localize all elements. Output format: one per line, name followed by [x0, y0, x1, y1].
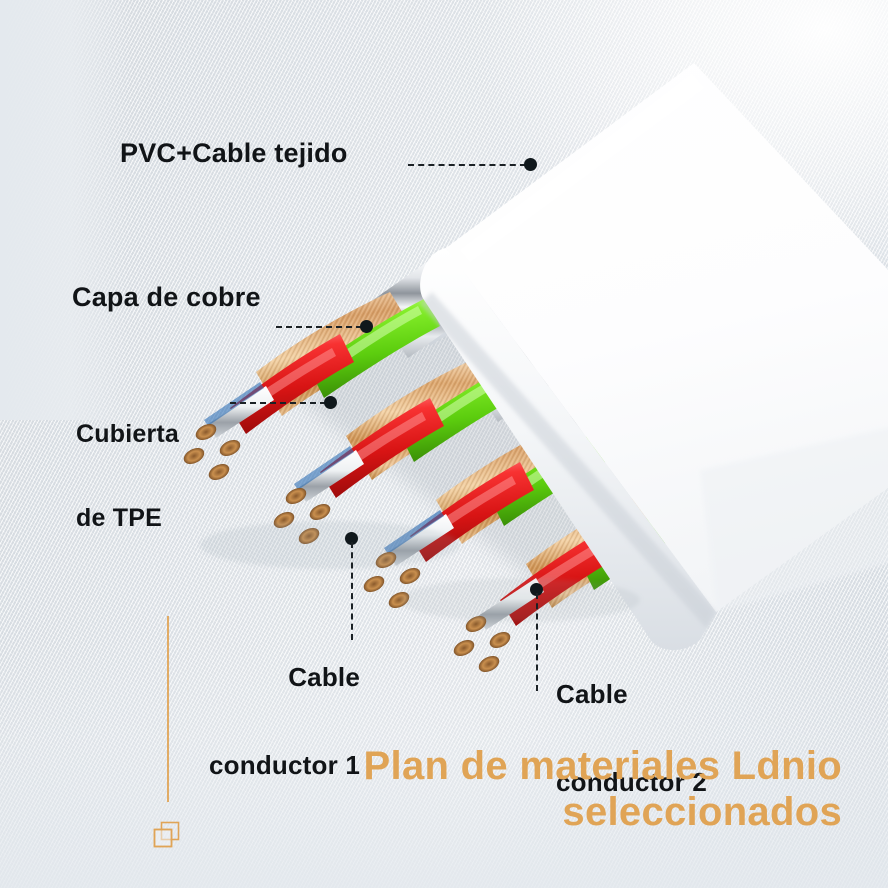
page-title-line2: seleccionados: [562, 789, 842, 834]
callout-conductor-2-label: Cable conductor 2: [556, 622, 707, 855]
title-accent-rule: [167, 616, 169, 802]
page-title: Plan de materiales Ldnio seleccionados: [182, 744, 842, 835]
background-left-wash: [0, 0, 130, 420]
callout-conductor-1-line2: conductor 1: [209, 749, 360, 780]
leader-line-copper-layer: [276, 320, 376, 334]
leader-dot-copper-layer: [360, 320, 373, 333]
callout-copper-layer-label: Capa de cobre: [72, 282, 261, 312]
callout-tpe-label: Cubierta de TPE: [76, 364, 179, 588]
callout-tpe-line2: de TPE: [76, 504, 162, 532]
leader-line-conductor-1: [345, 532, 361, 642]
callout-conductor-1-line1: Cable: [288, 662, 360, 693]
leader-dot-tpe: [324, 396, 337, 409]
leader-line-pvc: [408, 158, 537, 172]
leader-dot-pvc: [524, 158, 537, 171]
background-bottom-wash: [0, 638, 888, 888]
callout-pvc-label: PVC+Cable tejido: [120, 138, 348, 168]
leader-dot-conductor-2: [530, 583, 543, 596]
page-title-line1: Plan de materiales Ldnio: [363, 744, 842, 788]
callout-conductor-2-line2: conductor 2: [556, 766, 707, 797]
leader-line-tpe: [230, 396, 340, 410]
callout-tpe-line1: Cubierta: [76, 420, 180, 448]
layers-copy-icon: [153, 821, 180, 848]
leader-line-conductor-2: [530, 583, 546, 693]
callout-conductor-1-label: Cable conductor 1: [168, 605, 360, 838]
callout-conductor-2-line1: Cable: [556, 679, 628, 710]
leader-dot-conductor-1: [345, 532, 358, 545]
